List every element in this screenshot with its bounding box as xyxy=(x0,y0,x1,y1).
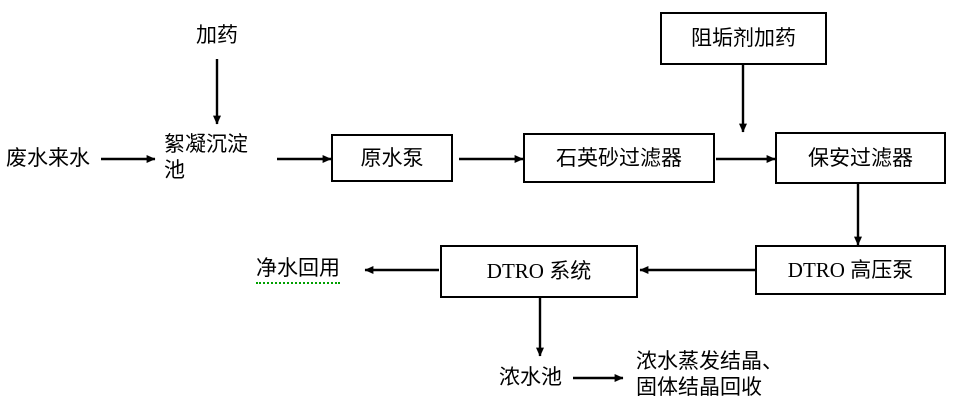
node-dtro-system-label: DTRO 系统 xyxy=(486,259,592,284)
node-dtro-hp-pump: DTRO 高压泵 xyxy=(755,245,946,295)
node-brine-crystallization: 浓水蒸发结晶、 固体结晶回收 xyxy=(636,349,826,411)
node-dosing: 加药 xyxy=(185,20,249,52)
node-quartz-sand-filter: 石英砂过滤器 xyxy=(523,133,715,183)
node-clean-water-reuse: 净水回用 xyxy=(256,254,368,286)
node-raw-water-pump: 原水泵 xyxy=(331,134,453,182)
node-dtro-system: DTRO 系统 xyxy=(440,245,638,298)
node-brine-crystallization-label-line1: 浓水蒸发结晶、 xyxy=(636,349,783,373)
node-brine-crystallization-label-line2: 固体结晶回收 xyxy=(636,374,762,399)
node-raw-water-pump-label: 原水泵 xyxy=(360,145,424,170)
node-quartz-sand-filter-label: 石英砂过滤器 xyxy=(556,145,682,170)
node-dtro-hp-pump-label: DTRO 高压泵 xyxy=(787,257,914,282)
node-flocculation-sedimentation-tank: 絮凝沉淀 池 xyxy=(164,132,276,190)
node-antiscalant-dosing-label: 阻垢剂加药 xyxy=(691,26,796,51)
node-floc-label-line1: 絮凝沉淀 xyxy=(164,132,248,156)
node-security-filter-label: 保安过滤器 xyxy=(808,145,913,170)
node-antiscalant-dosing: 阻垢剂加药 xyxy=(660,12,827,65)
node-influent-label: 废水来水 xyxy=(6,146,90,171)
node-brine-pond-label: 浓水池 xyxy=(499,365,562,390)
node-clean-water-reuse-label: 净水回用 xyxy=(256,256,340,285)
node-influent: 废水来水 xyxy=(6,143,102,175)
node-security-filter: 保安过滤器 xyxy=(775,132,946,184)
node-floc-label-line2: 池 xyxy=(164,157,185,182)
node-brine-pond: 浓水池 xyxy=(499,362,575,394)
node-dosing-label: 加药 xyxy=(196,23,238,48)
